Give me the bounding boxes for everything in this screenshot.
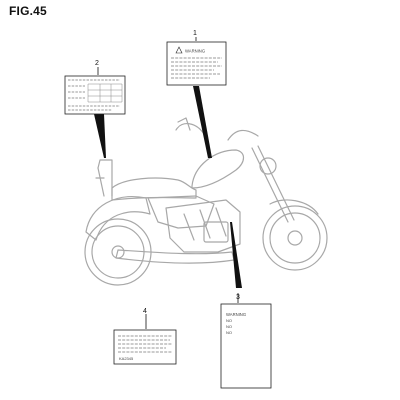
handlebar [175, 123, 259, 141]
label-4-text-label: KA2345 [113, 329, 177, 365]
pointer-label-3 [230, 222, 242, 288]
rear-fender [85, 196, 151, 241]
label-1-warning: WARNING [166, 41, 227, 86]
pointer-label-1 [193, 86, 212, 158]
mirror [177, 117, 191, 131]
leader-lines [97, 37, 239, 329]
figure-title: FIG.45 [9, 4, 47, 18]
label-3-line-1: WARNING [226, 312, 246, 317]
callout-number-4: 4 [143, 308, 147, 315]
sissy-bar [95, 159, 113, 197]
pointer-label-2 [94, 114, 106, 158]
fuel-tank [191, 149, 245, 189]
label-3-line-2: NO [226, 318, 232, 323]
headlight [259, 157, 277, 175]
motorcycle-outline [84, 117, 328, 286]
label-4-code: KA2345 [119, 356, 134, 361]
front-fork [251, 145, 319, 223]
label-3-line-4: NO [226, 330, 232, 335]
label-2-info-table [64, 75, 126, 115]
callout-number-3: 3 [236, 294, 240, 301]
front-wheel [262, 205, 328, 271]
callout-number-1: 1 [193, 30, 197, 37]
label-3-line-3: NO [226, 324, 232, 329]
warning-triangle-icon [175, 46, 183, 54]
callout-number-2: 2 [95, 60, 99, 67]
engine [165, 199, 241, 253]
label-3-vertical-strip: WARNING NO NO NO [220, 303, 272, 389]
warning-header: WARNING [185, 49, 205, 54]
